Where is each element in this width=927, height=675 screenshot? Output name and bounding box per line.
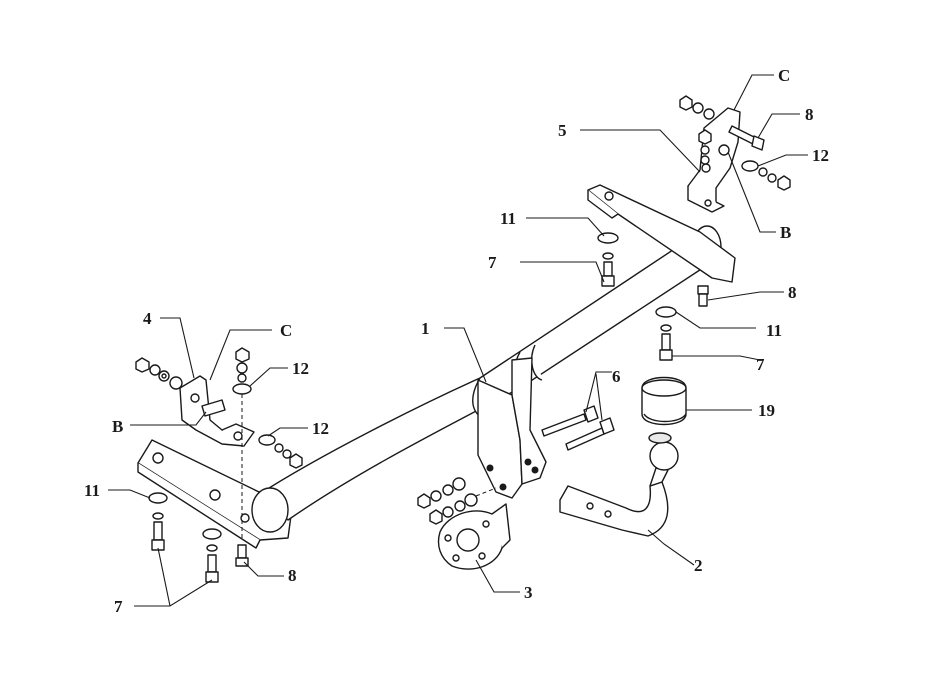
callout-8-left: 8 bbox=[288, 566, 297, 585]
callout-11-center: 11 bbox=[500, 209, 516, 228]
callout-1: 1 bbox=[421, 319, 430, 338]
right-side-bracket bbox=[687, 107, 741, 213]
left-side-bracket bbox=[179, 375, 255, 447]
callout-b-left: B bbox=[112, 417, 123, 436]
socket-plate bbox=[437, 503, 511, 570]
callout-7-center: 7 bbox=[488, 253, 497, 272]
callout-labels: 1 2 3 4 5 6 7 7 7 8 8 8 11 11 11 12 12 1… bbox=[84, 66, 829, 616]
callout-8-top: 8 bbox=[805, 105, 814, 124]
callout-c-right: C bbox=[778, 66, 790, 85]
callout-12-top: 12 bbox=[812, 146, 829, 165]
leader-lines bbox=[108, 74, 808, 607]
callout-19: 19 bbox=[758, 401, 775, 420]
callout-5: 5 bbox=[558, 121, 567, 140]
callout-7-right: 7 bbox=[756, 355, 765, 374]
main-crossbar bbox=[137, 184, 736, 549]
callout-c-left: C bbox=[280, 321, 292, 340]
callout-8-right: 8 bbox=[788, 283, 797, 302]
long-bolts bbox=[417, 405, 615, 525]
callout-b-right: B bbox=[780, 223, 791, 242]
callout-2: 2 bbox=[694, 556, 703, 575]
callout-12-mid: 12 bbox=[292, 359, 309, 378]
left-hardware bbox=[135, 347, 303, 583]
callout-3: 3 bbox=[524, 583, 533, 602]
callout-12-low: 12 bbox=[312, 419, 329, 438]
callout-6: 6 bbox=[612, 367, 621, 386]
right-hardware bbox=[597, 95, 791, 361]
callout-11-left: 11 bbox=[84, 481, 100, 500]
tow-ball-neck bbox=[559, 376, 687, 537]
callout-11-right: 11 bbox=[766, 321, 782, 340]
callout-7-left: 7 bbox=[114, 597, 123, 616]
callout-4: 4 bbox=[143, 309, 152, 328]
